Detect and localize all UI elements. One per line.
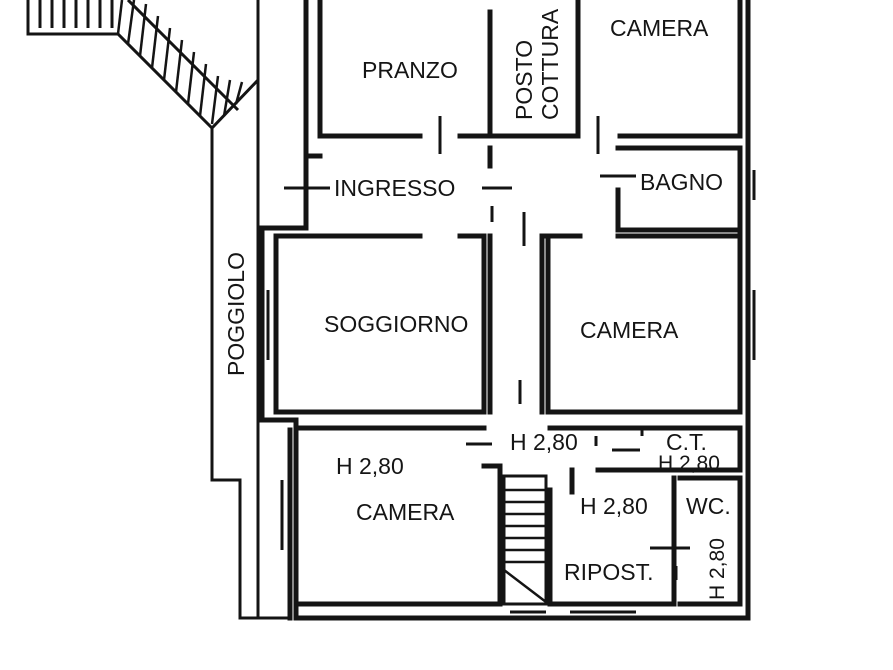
room-label-camera-top: CAMERA — [610, 15, 709, 41]
external-staircase — [26, 0, 260, 131]
room-label-wc: WC. — [686, 493, 731, 519]
interior-walls — [273, 0, 743, 614]
height-label-corridor: H 2,80 — [510, 429, 578, 455]
room-label-ct: C.T. — [666, 429, 707, 455]
room-label-soggiorno: SOGGIORNO — [324, 311, 468, 337]
room-label-bagno: BAGNO — [640, 169, 723, 195]
height-label-ripost: H 2,80 — [580, 493, 648, 519]
room-label-camera-mid: CAMERA — [580, 317, 679, 343]
room-label-poggiolo: POGGIOLO — [223, 252, 249, 376]
room-label-ripost: RIPOST. — [564, 559, 653, 585]
room-labels: PRANZO POSTO COTTURA CAMERA INGRESSO BAG… — [223, 8, 731, 600]
room-label-posto-cottura-1: POSTO — [511, 40, 537, 120]
room-label-pranzo: PRANZO — [362, 57, 458, 83]
room-label-camera-bottom: CAMERA — [356, 499, 455, 525]
height-label-wc: H 2,80 — [706, 538, 729, 600]
height-label-ct: H 2,80 — [658, 452, 720, 475]
room-label-ingresso: INGRESSO — [334, 175, 455, 201]
height-label-camera-bottom: H 2,80 — [336, 453, 404, 479]
room-label-posto-cottura-2: COTTURA — [537, 8, 563, 120]
